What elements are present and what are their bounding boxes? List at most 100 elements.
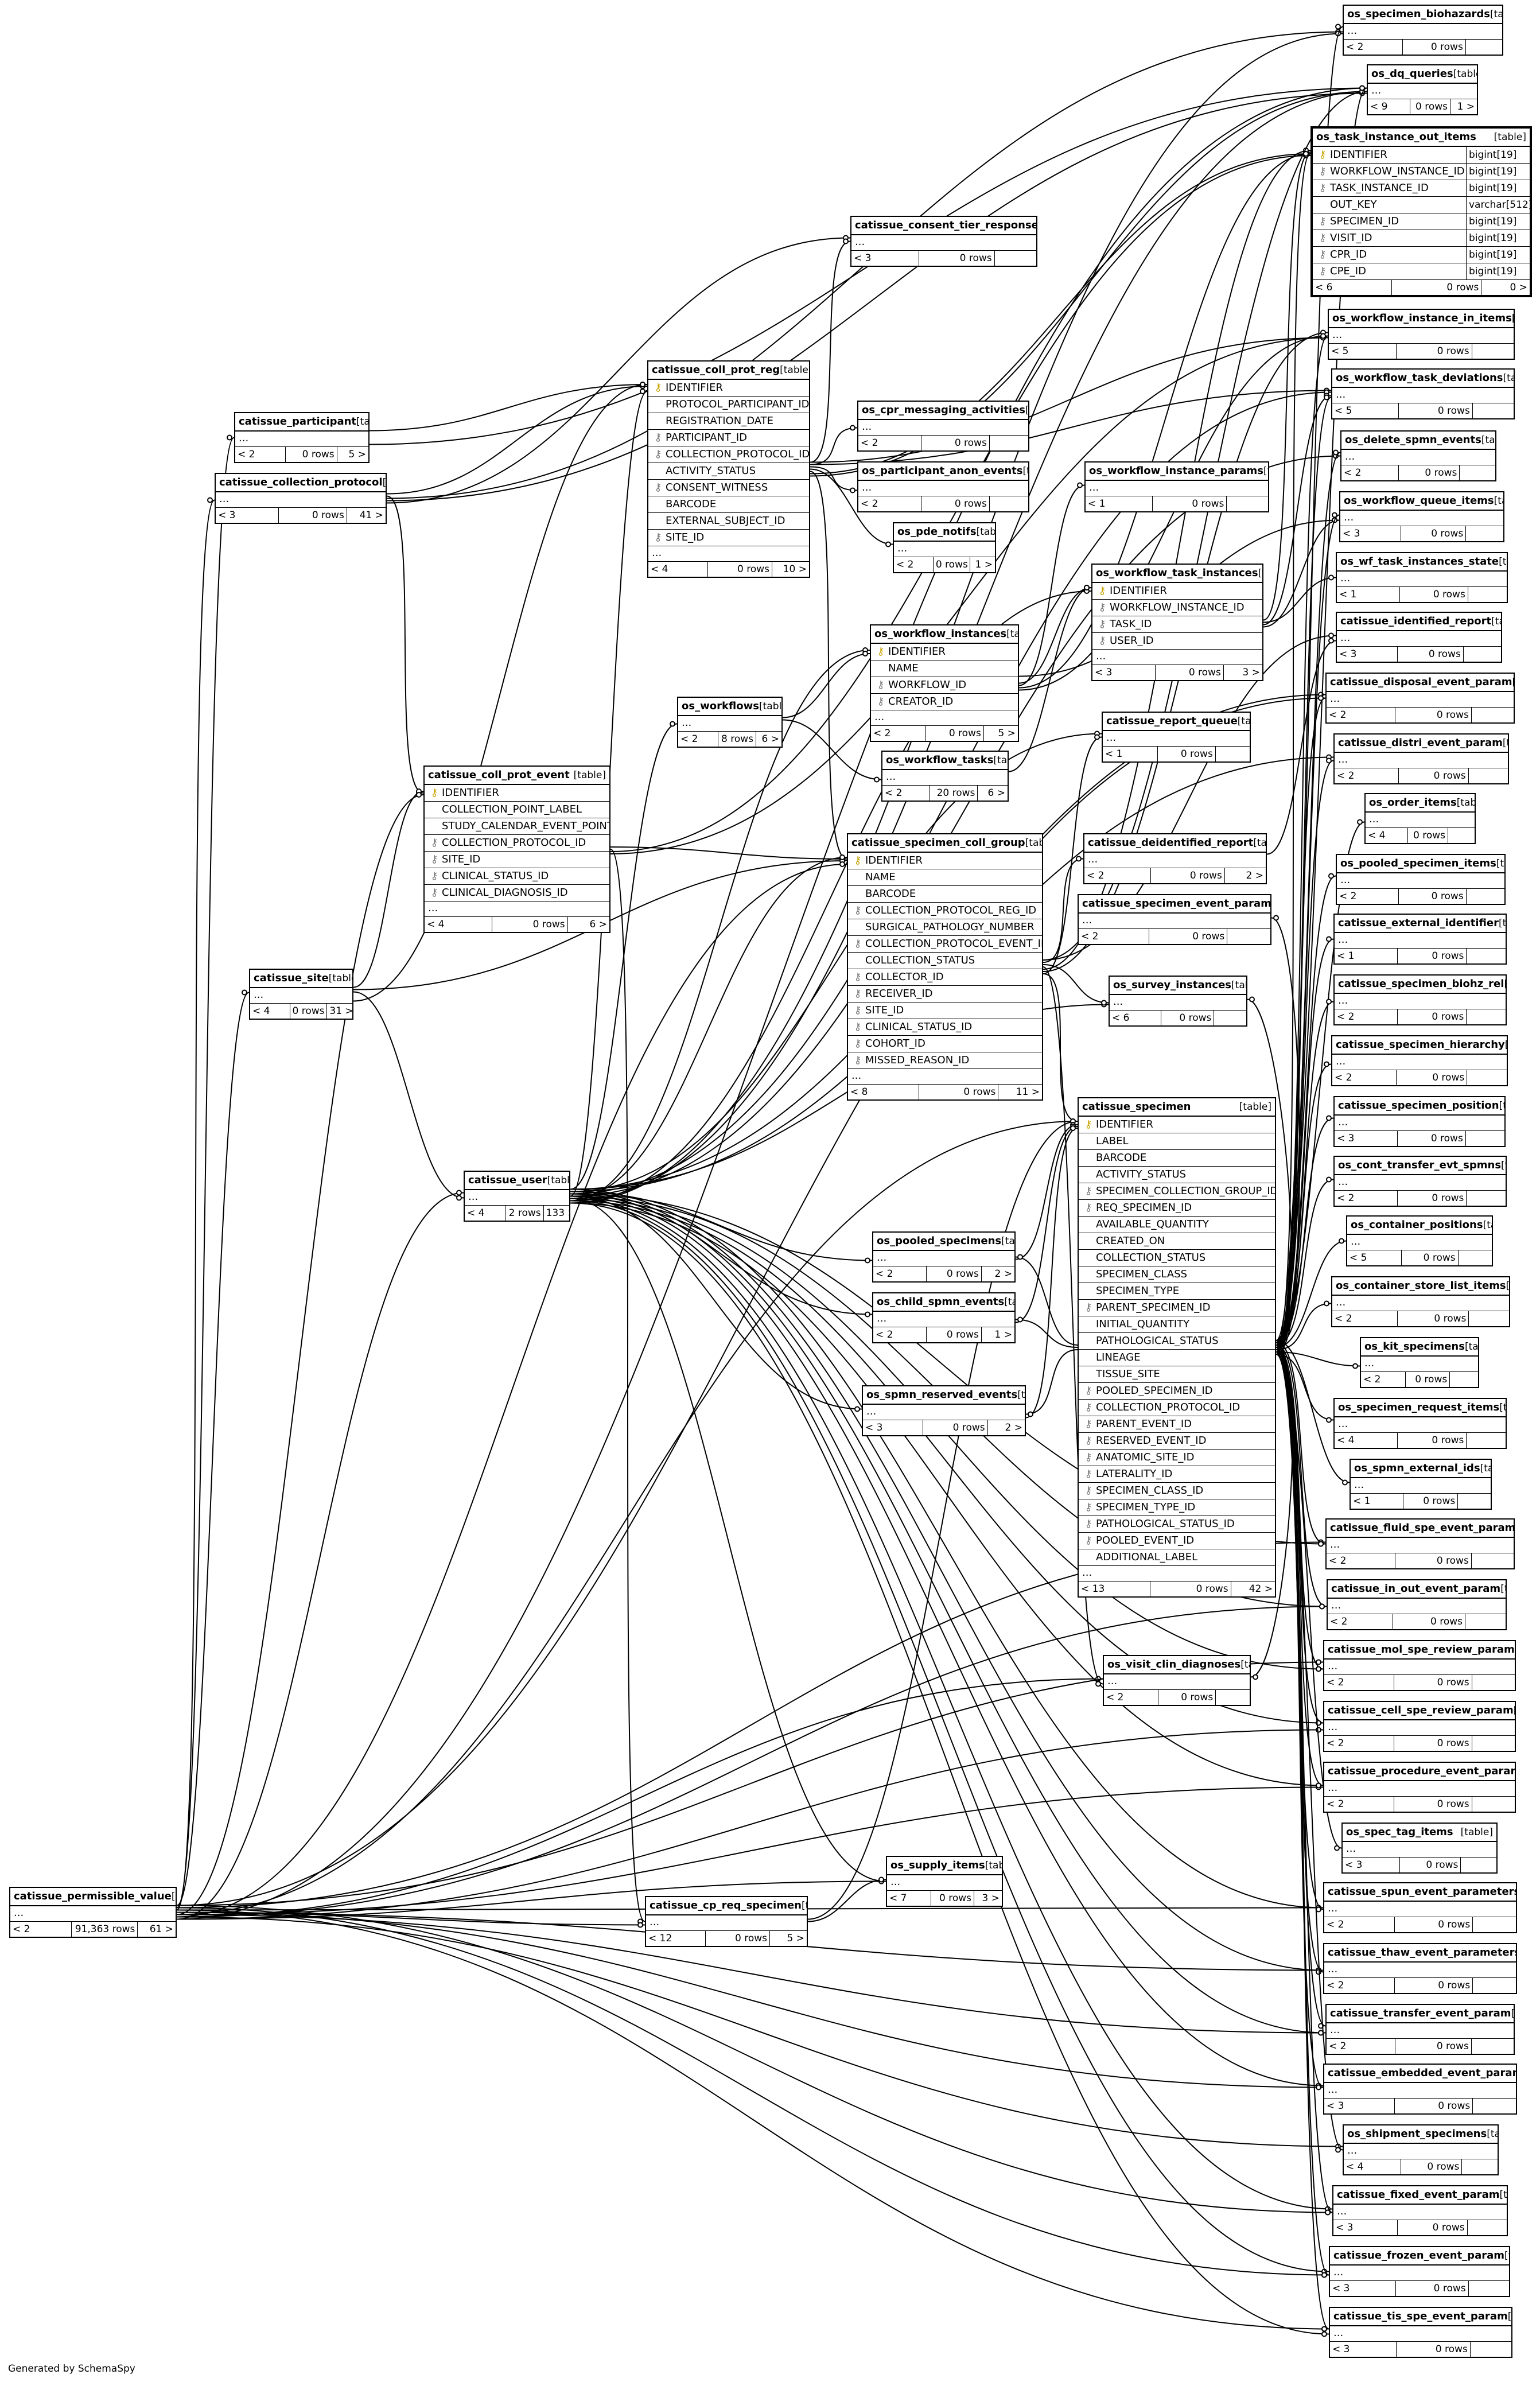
more-columns-ellipsis[interactable]: ... [882,770,1008,786]
child-count[interactable] [1473,403,1514,418]
parent-count[interactable]: < 2 [1327,2039,1395,2054]
table-catissue-specimen-hierarchy[interactable]: catissue_specimen_hierarchy[table]...< 2… [1331,1035,1508,1086]
more-columns-ellipsis[interactable]: ... [1327,2023,1514,2039]
child-count[interactable] [1216,747,1250,761]
column-row[interactable]: ⚷CLINICAL_DIAGNOSIS_ID [425,885,609,901]
parent-count[interactable]: < 6 [1313,280,1392,295]
table-name[interactable]: catissue_deidentified_report [1088,837,1254,849]
table-os-shipment-specimens[interactable]: os_shipment_specimens[table]...< 40 rows [1343,2124,1499,2175]
more-columns-ellipsis[interactable]: ... [1333,2205,1507,2220]
parent-count[interactable]: < 12 [646,1931,706,1946]
table-os-container-positions[interactable]: os_container_positions[table]...< 50 row… [1346,1215,1493,1266]
column-row[interactable]: EXTERNAL_SUBJECT_ID [648,513,809,530]
table-catissue-in-out-event-param[interactable]: catissue_in_out_event_param[table]...< 2… [1327,1579,1507,1630]
parent-count[interactable]: < 2 [1324,1978,1395,1993]
column-row[interactable]: ⚷SPECIMEN_CLASS_ID [1079,1483,1275,1499]
more-columns-ellipsis[interactable]: ... [1351,1478,1491,1494]
parent-count[interactable]: < 2 [1104,1690,1159,1705]
table-name[interactable]: catissue_consent_tier_response [855,219,1036,231]
table-name[interactable]: catissue_collection_protocol [219,476,383,488]
more-columns-ellipsis[interactable]: ... [1086,481,1268,496]
column-row[interactable]: ACTIVITY_STATUS [648,463,809,480]
more-columns-ellipsis[interactable]: ... [1368,84,1477,99]
table-name[interactable]: os_kit_specimens [1364,1340,1465,1353]
table-os-workflow-queue-items[interactable]: os_workflow_queue_items[table]...< 30 ro… [1339,491,1504,542]
column-row[interactable]: BARCODE [1079,1150,1275,1167]
more-columns-ellipsis[interactable]: ... [1324,1660,1515,1675]
more-columns-ellipsis[interactable]: ... [1343,1842,1496,1858]
child-count[interactable]: 2 > [1246,870,1263,881]
child-count[interactable]: 2 > [1005,1422,1022,1433]
table-os-participant-anon-events[interactable]: os_participant_anon_events[table]...< 20… [857,461,1029,512]
table-catissue-fluid-spe-event-param[interactable]: catissue_fluid_spe_event_param[table]...… [1325,1518,1515,1569]
table-name[interactable]: catissue_cp_req_specimen [650,1899,802,1911]
column-row[interactable]: ⚷COHORT_ID [848,1036,1042,1052]
column-row[interactable]: ⚷COLLECTION_PROTOCOL_ID [648,446,809,463]
more-columns-ellipsis[interactable]: ... [1332,388,1514,403]
table-name[interactable]: os_workflow_task_deviations [1336,372,1503,384]
more-columns-ellipsis[interactable]: ... [646,1915,807,1931]
more-columns-ellipsis[interactable]: ... [216,492,386,508]
more-columns-ellipsis[interactable]: ... [648,546,809,562]
child-count[interactable]: 1 > [994,1329,1012,1340]
child-count[interactable] [1472,2039,1514,2054]
child-count[interactable]: 5 > [348,449,366,460]
more-columns-ellipsis[interactable]: ... [1327,1538,1514,1553]
more-columns-ellipsis[interactable]: ... [1329,328,1514,344]
column-row[interactable]: ⚷SITE_ID [425,852,609,868]
more-columns-ellipsis[interactable]: ... [465,1190,569,1206]
child-count[interactable]: 6 > [589,919,607,930]
more-columns-ellipsis[interactable]: ... [1366,813,1475,828]
more-columns-ellipsis[interactable]: ... [1361,1357,1478,1372]
column-row[interactable]: ⚷COLLECTOR_ID [848,969,1042,986]
table-catissue-cp-req-specimen[interactable]: catissue_cp_req_specimen[table]...< 120 … [645,1896,808,1947]
parent-count[interactable]: < 2 [871,726,927,741]
table-catissue-transfer-event-param[interactable]: catissue_transfer_event_param[table]...<… [1325,2004,1515,2055]
table-name[interactable]: catissue_procedure_event_param [1328,1765,1515,1777]
table-name[interactable]: os_container_positions [1351,1219,1483,1231]
column-row[interactable]: ⚷WORKFLOW_ID [871,677,1018,694]
table-os-pooled-specimen-items[interactable]: os_pooled_specimen_items[table]...< 20 r… [1336,854,1506,905]
child-count[interactable]: 1 > [975,559,993,570]
child-count[interactable] [990,436,1028,450]
table-name[interactable]: catissue_disposal_event_param [1330,676,1512,688]
child-count[interactable] [1466,1131,1504,1146]
column-row[interactable]: ⚷TASK_ID [1092,616,1262,633]
table-catissue-specimen-coll-group[interactable]: catissue_specimen_coll_group[table]⚷IDEN… [847,833,1043,1101]
table-os-workflow-instances[interactable]: os_workflow_instances[table]⚷IDENTIFIERN… [870,624,1019,742]
column-row[interactable]: LINEAGE [1079,1350,1275,1366]
parent-count[interactable]: < 2 [1324,1736,1394,1751]
table-name[interactable]: os_spmn_external_ids [1354,1462,1480,1474]
column-row[interactable]: ⚷CREATOR_ID [871,694,1018,710]
child-count[interactable] [1462,2159,1498,2174]
child-count[interactable]: 31 > [329,1005,352,1017]
column-row[interactable]: ⚷PARENT_SPECIMEN_ID [1079,1300,1275,1316]
parent-count[interactable]: < 4 [250,1004,290,1019]
child-count[interactable] [1227,496,1268,511]
parent-count[interactable]: < 2 [1361,1372,1406,1387]
parent-count[interactable]: < 3 [1340,526,1401,541]
more-columns-ellipsis[interactable]: ... [425,901,609,917]
column-row[interactable]: ⚷SITE_ID [848,1002,1042,1019]
table-name[interactable]: catissue_frozen_event_param [1333,2249,1504,2261]
child-count[interactable] [1473,1978,1516,1993]
table-name[interactable]: os_pooled_specimen_items [1340,857,1496,869]
more-columns-ellipsis[interactable]: ... [1337,873,1504,889]
table-name[interactable]: catissue_permissible_value [14,1890,172,1902]
parent-count[interactable]: < 3 [216,508,279,523]
child-count[interactable] [1467,1191,1506,1206]
more-columns-ellipsis[interactable]: ... [1335,753,1508,768]
child-count[interactable] [1465,1614,1506,1629]
parent-count[interactable]: < 4 [1335,1433,1398,1448]
column-row[interactable]: ⚷IDENTIFIER [871,644,1018,660]
column-row[interactable]: ⚷PARTICIPANT_ID [648,430,809,446]
column-row[interactable]: CREATED_ON [1079,1233,1275,1250]
table-name[interactable]: catissue_mol_spe_review_param [1328,1643,1515,1656]
table-name[interactable]: catissue_specimen [1082,1101,1191,1113]
table-catissue-procedure-event-param[interactable]: catissue_procedure_event_param[table]...… [1323,1762,1516,1813]
